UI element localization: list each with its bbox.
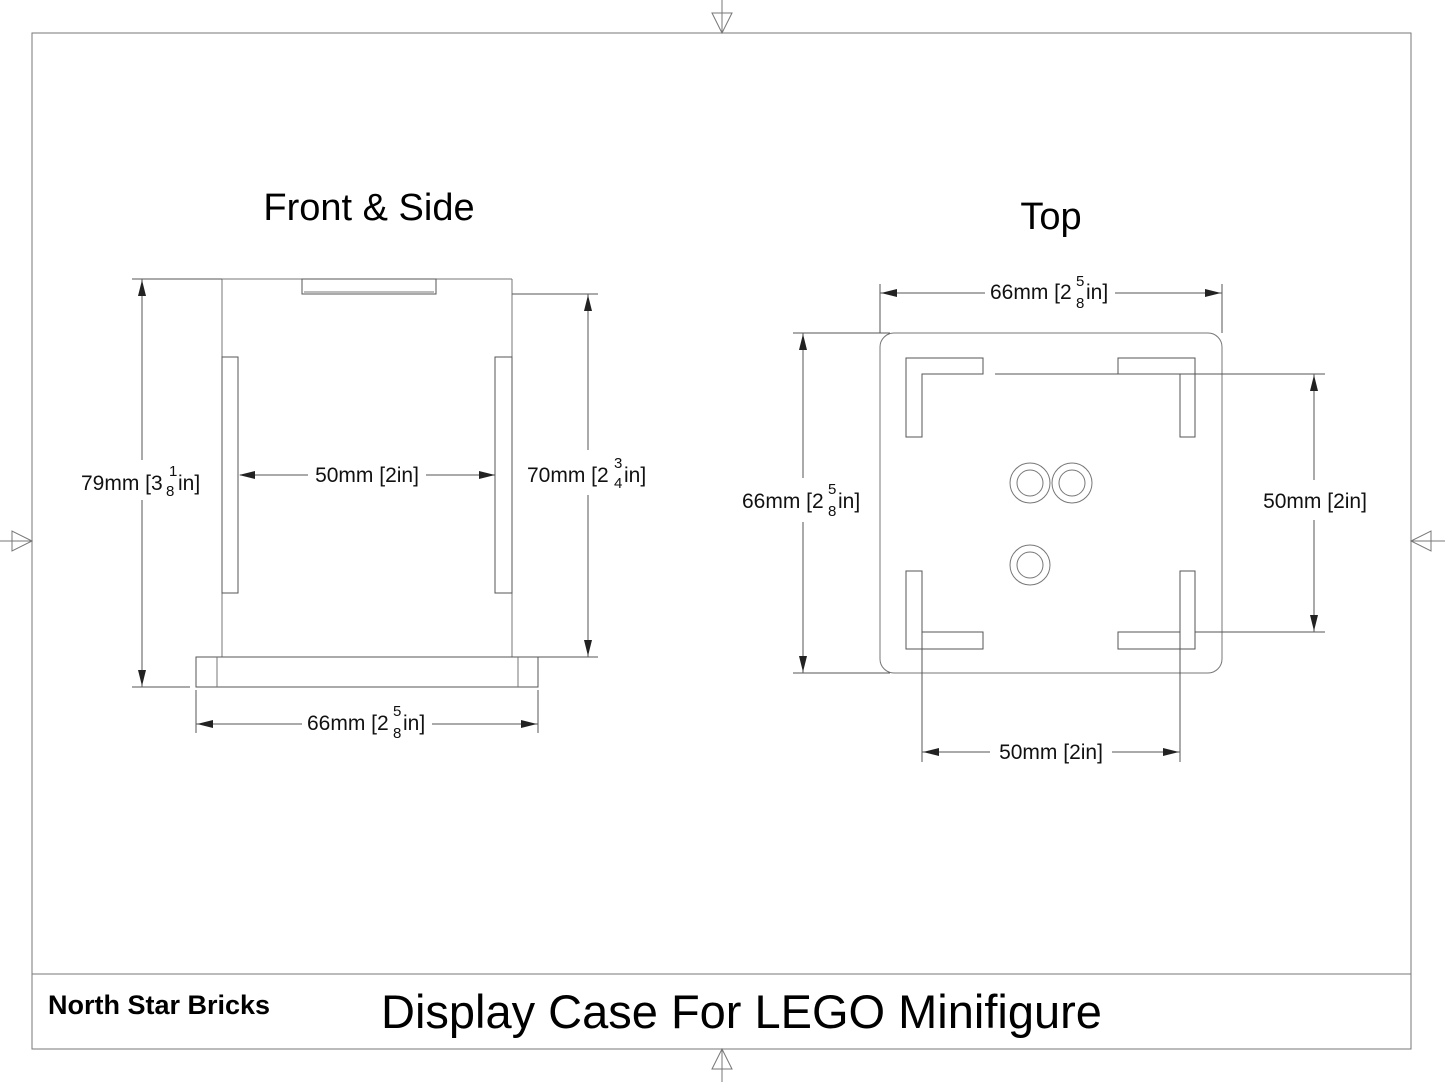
- centering-mark-left: [0, 530, 34, 552]
- dimension-label-fs-inner-width: 50mm [2in]: [315, 464, 419, 487]
- dimension-top-width: [879, 284, 1223, 333]
- svg-text:5: 5: [828, 481, 836, 498]
- dimension-label-top-inner-depth: 50mm [2in]: [1263, 490, 1367, 513]
- right-inner-panel: [494, 356, 513, 594]
- corner-bracket-top-right: [1117, 357, 1196, 438]
- svg-text:in]: in]: [178, 472, 200, 495]
- top-view-geometry: [879, 332, 1223, 674]
- svg-text:79mm [3: 79mm [3: [81, 472, 163, 495]
- svg-text:66mm [2: 66mm [2: [307, 712, 389, 735]
- dimension-label-fs-wall-height: 70mm [2 3 4 in]: [527, 455, 646, 492]
- dimension-label-fs-base-width: 66mm [2 5 8 in]: [307, 703, 425, 742]
- svg-text:4: 4: [614, 475, 622, 492]
- title-block-drawing-title: Display Case For LEGO Minifigure: [381, 985, 1102, 1038]
- top-base-outline: [879, 332, 1223, 674]
- top-view-title: Top: [1020, 196, 1081, 238]
- left-inner-panel: [221, 356, 239, 594]
- dimension-top-inner-depth: [995, 373, 1325, 633]
- centering-mark-top: [711, 0, 733, 35]
- svg-text:8: 8: [1076, 295, 1084, 312]
- dimension-fs-wall-height: [512, 293, 598, 658]
- svg-text:3: 3: [614, 455, 622, 472]
- dimension-label-top-depth: 66mm [2 5 8 in]: [742, 481, 860, 520]
- svg-text:8: 8: [166, 483, 174, 500]
- svg-text:in]: in]: [1086, 281, 1108, 304]
- corner-bracket-top-left: [905, 357, 984, 438]
- stud-3: [1009, 544, 1051, 586]
- base-plate: [195, 656, 539, 688]
- svg-text:8: 8: [393, 725, 401, 742]
- centering-mark-right: [1409, 530, 1445, 552]
- svg-text:1: 1: [169, 463, 177, 480]
- corner-bracket-bottom-left: [905, 570, 984, 650]
- dimension-fs-base-width: [195, 690, 539, 733]
- dimension-label-top-width: 66mm [2 5 8 in]: [990, 273, 1108, 312]
- centering-mark-bottom: [711, 1047, 733, 1082]
- dimension-label-fs-total-height: 79mm [3 1 8 in]: [81, 463, 200, 500]
- sheet-border: [31, 32, 1412, 1050]
- svg-text:66mm [2: 66mm [2: [742, 490, 824, 513]
- dimension-label-top-inner-width: 50mm [2in]: [999, 741, 1103, 764]
- dimension-top-inner-width: [921, 632, 1181, 762]
- svg-text:5: 5: [393, 703, 401, 720]
- svg-text:in]: in]: [403, 712, 425, 735]
- svg-text:66mm [2: 66mm [2: [990, 281, 1072, 304]
- svg-text:in]: in]: [624, 464, 646, 487]
- svg-text:5: 5: [1076, 273, 1084, 290]
- dimension-fs-total-height: [132, 278, 222, 688]
- stud-2: [1051, 462, 1093, 504]
- corner-bracket-bottom-right: [1117, 570, 1196, 650]
- stud-1: [1009, 462, 1051, 504]
- svg-text:8: 8: [828, 503, 836, 520]
- lid-panel: [301, 278, 437, 295]
- title-block-company: North Star Bricks: [48, 990, 271, 1020]
- dimension-fs-inner-width: [239, 471, 495, 479]
- dimension-top-depth: [793, 332, 890, 674]
- svg-text:in]: in]: [838, 490, 860, 513]
- front-side-view-geometry: [195, 278, 539, 688]
- front-side-view-title: Front & Side: [263, 187, 474, 229]
- svg-text:70mm [2: 70mm [2: [527, 464, 609, 487]
